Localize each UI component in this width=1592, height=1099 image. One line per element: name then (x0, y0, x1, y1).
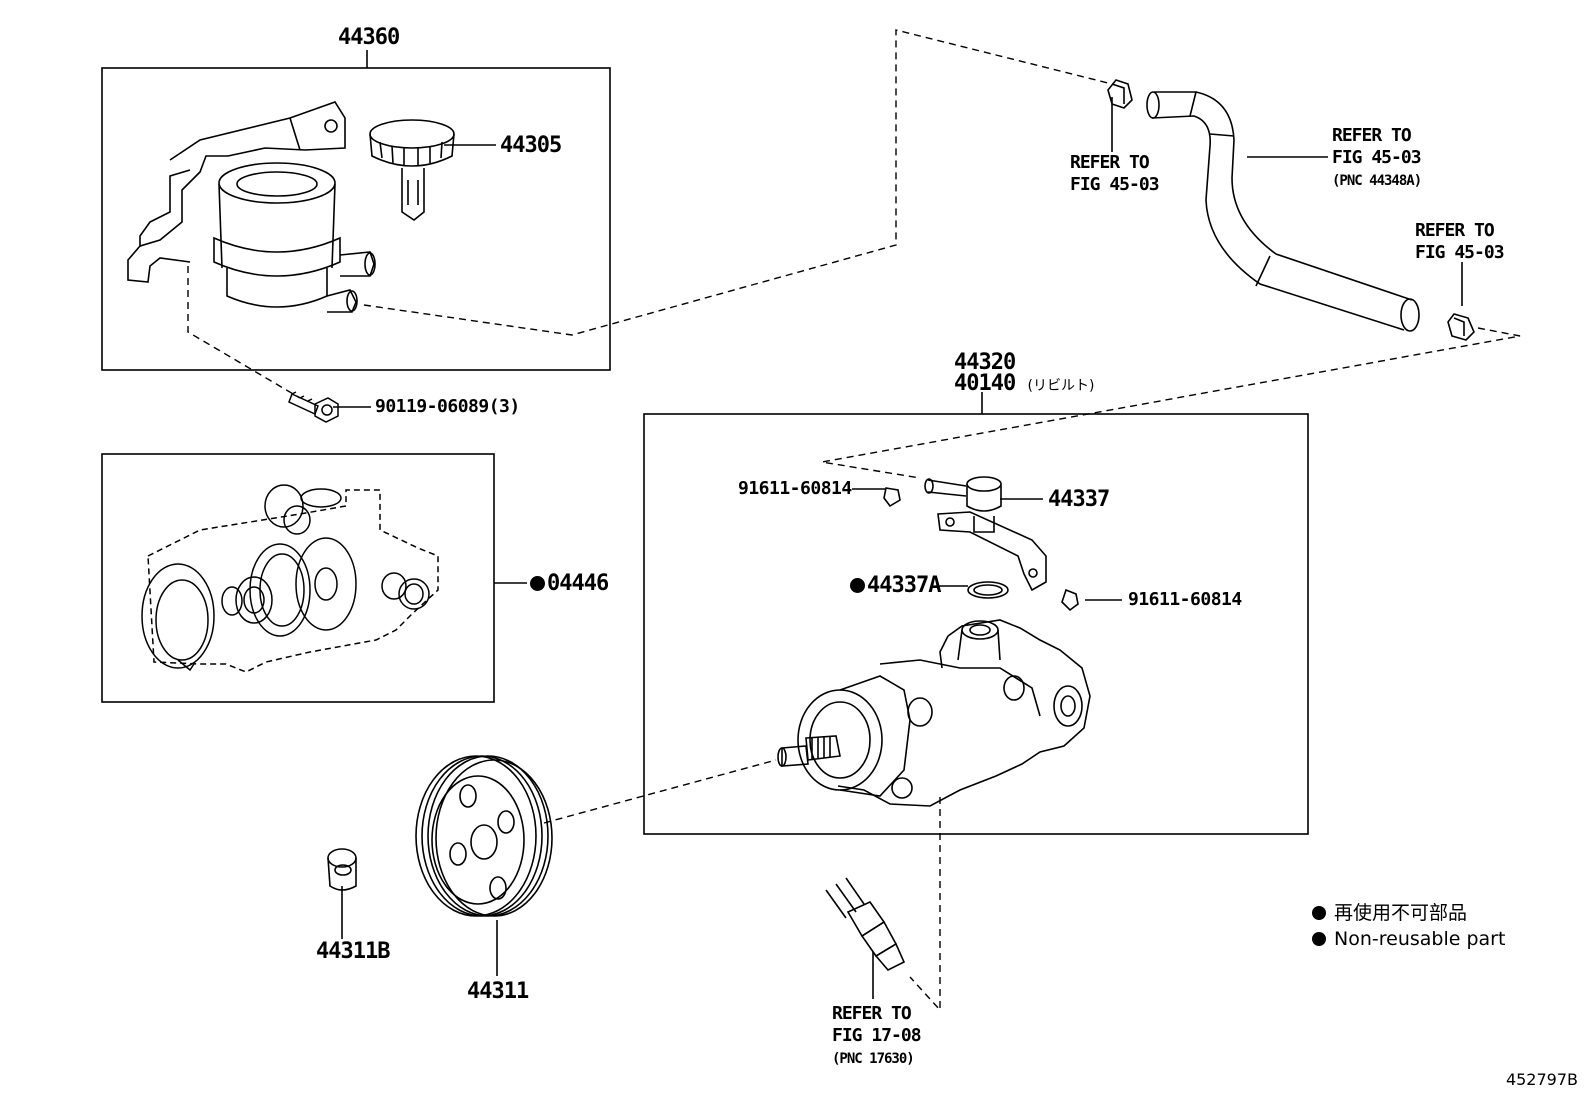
bolt-illustration (288, 391, 339, 423)
part-number-44360: 44360 (338, 25, 400, 50)
seal-kit-group-box (101, 453, 495, 703)
part-number-04446: 04446 (530, 571, 609, 596)
reservoir-cap-illustration (369, 119, 455, 221)
part-number-44305: 44305 (500, 133, 562, 158)
part-number-04446-text: 04446 (547, 571, 609, 596)
part-number-40140: 40140 (リビルト) (954, 373, 1094, 395)
pump-group-box (643, 413, 1309, 835)
refer-clamp-right: REFER TO FIG 45-03 (1415, 220, 1505, 263)
legend-row-jp: 再使用不可部品 (1312, 900, 1505, 926)
part-number-44337A: 44337A (850, 573, 941, 598)
non-reusable-dot-icon (850, 578, 865, 593)
reservoir-group-box (101, 67, 611, 371)
pump-illustration (777, 476, 1091, 807)
refer-hose-line1: REFER TO (1332, 125, 1412, 146)
seal-kit-illustration (141, 484, 439, 673)
bushing-illustration (327, 848, 357, 891)
part-number-44337: 44337 (1048, 487, 1110, 512)
non-reusable-dot-icon (1312, 906, 1326, 920)
non-reusable-dot-icon (1312, 932, 1326, 946)
part-number-91611-upper: 91611-60814 (738, 478, 852, 499)
part-number-90119: 90119-06089(3) (375, 396, 520, 417)
refer-hose-pnc: (PNC 44348A) (1332, 173, 1422, 189)
legend-row-en: Non-reusable part (1312, 926, 1505, 952)
non-reusable-dot-icon (530, 576, 545, 591)
reservoir-illustration (127, 101, 376, 313)
part-number-44311: 44311 (467, 979, 529, 1004)
legend-text-en: Non-reusable part (1334, 928, 1506, 950)
part-number-44311B: 44311B (316, 939, 390, 964)
part-number-44320: 44320 (954, 350, 1016, 375)
pressure-switch-illustration (825, 877, 906, 971)
legend-text-jp: 再使用不可部品 (1334, 902, 1468, 924)
part-number-40140-text: 40140 (954, 371, 1016, 396)
part-number-44337A-text: 44337A (867, 573, 941, 598)
refer-sensor: REFER TO FIG 17-08 (PNC 17630) (832, 1003, 922, 1070)
part-number-91611-lower: 91611-60814 (1128, 589, 1242, 610)
rebuilt-note: (リビルト) (1027, 378, 1095, 394)
refer-sensor-pnc: (PNC 17630) (832, 1051, 915, 1067)
refer-sensor-line2: FIG 17-08 (832, 1025, 922, 1046)
figure-number: 452797B (1505, 1070, 1578, 1089)
refer-hose: REFER TO FIG 45-03 (PNC 44348A) (1332, 125, 1422, 192)
legend: 再使用不可部品 Non-reusable part (1312, 900, 1505, 952)
hose-illustration (1107, 79, 1475, 341)
refer-sensor-line1: REFER TO (832, 1003, 912, 1024)
pulley-illustration (415, 755, 553, 917)
refer-hose-line2: FIG 45-03 (1332, 147, 1422, 168)
refer-clamp-top: REFER TO FIG 45-03 (1070, 152, 1160, 195)
